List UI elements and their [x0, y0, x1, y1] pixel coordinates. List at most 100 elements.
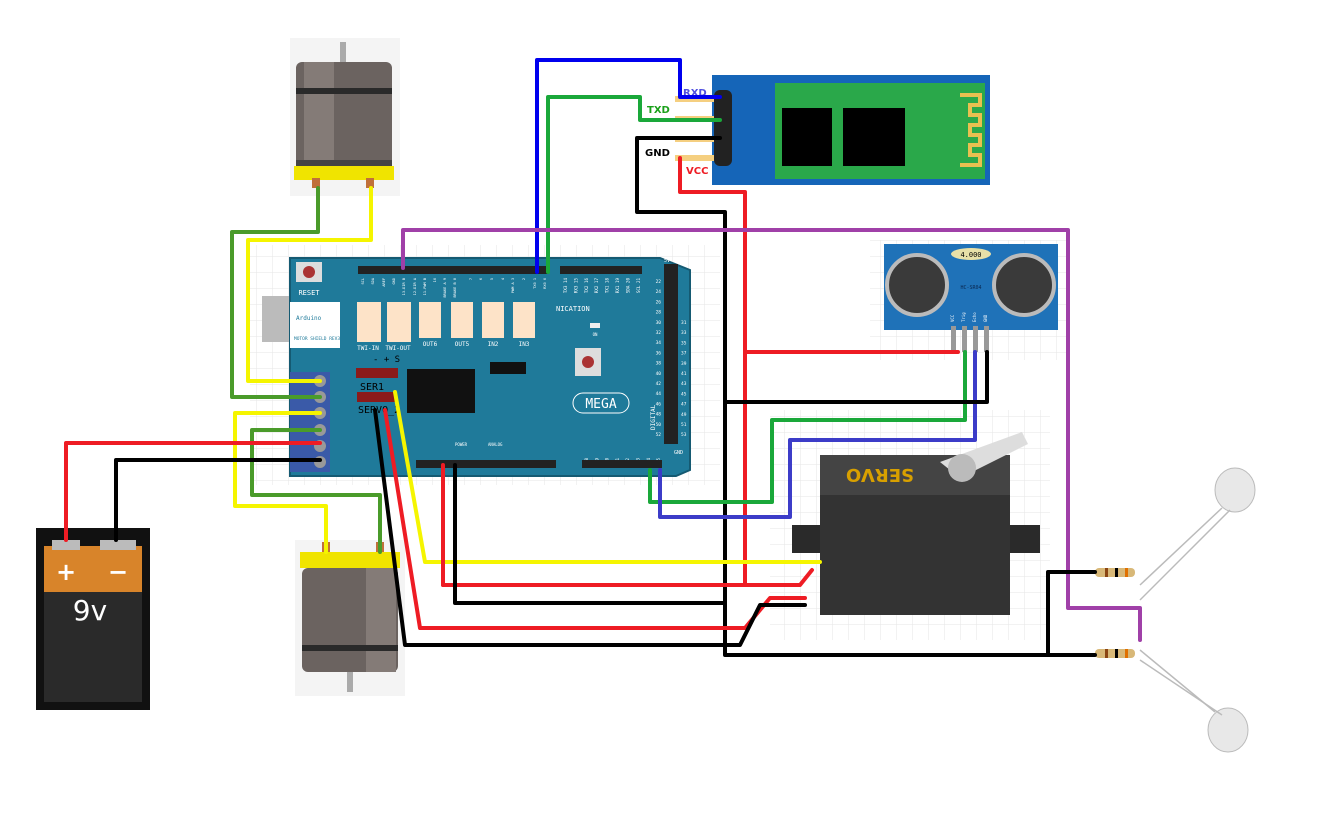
battery-voltage: 9v	[73, 594, 107, 627]
bt-txd-label: TXD	[647, 105, 670, 116]
battery-9v: + − 9v	[36, 528, 150, 710]
top-header-pin-label: RX0 0	[543, 278, 547, 289]
servo-power-wire-2	[441, 468, 814, 587]
top-header-pin-label: TX0 1	[533, 278, 537, 289]
digital-pin-label: 37	[681, 351, 687, 357]
digital-header	[664, 264, 678, 444]
connector-label: OUT5	[455, 341, 470, 348]
digital-pin-label: 50	[656, 422, 662, 428]
bluetooth-module-hc05: RXD TXD GND VCC	[645, 75, 990, 185]
digital-pin-label: 48	[656, 412, 662, 418]
top-header-pin-label: 13-DIR B	[402, 278, 406, 295]
digital-pin-label: 36	[656, 350, 662, 356]
digital-pin-label: 40	[656, 371, 662, 377]
servo-motor: SERVO	[792, 432, 1040, 615]
digital-pin-label: 45	[681, 391, 687, 397]
digital-pin-label: 28	[656, 310, 662, 316]
motor-top-b	[246, 186, 373, 383]
digital-pin-label: 26	[656, 299, 662, 305]
servo-gnd-wire-2	[453, 463, 727, 605]
comm-pin-label: TX2 16	[584, 278, 589, 294]
battery-minus: −	[108, 558, 128, 586]
communication-label: NICATION	[556, 305, 590, 313]
led-gnd-wire	[1046, 570, 1097, 657]
sensor-pin	[973, 326, 978, 352]
digital-pin-label: 32	[656, 330, 662, 336]
top-header	[358, 266, 540, 274]
led-wire	[401, 228, 1142, 642]
dc-motor-bottom	[295, 540, 405, 696]
ser1-label: SER1	[360, 382, 384, 393]
shield-model: MOTOR SHIELD REV3	[294, 336, 340, 342]
arduino-motor-shield: RESET Arduino MOTOR SHIELD REV3 5V GND N…	[262, 257, 691, 477]
sensor-gnd-wire	[723, 350, 989, 404]
top-header-pin-label: GND	[392, 278, 396, 285]
digital-label: DIGITAL	[650, 404, 657, 430]
connector-label: IN2	[488, 341, 499, 348]
sensor-pin	[951, 326, 956, 352]
digital-pin-label: 49	[681, 412, 687, 418]
digital-pin-label: 22	[656, 279, 662, 285]
connector-out6	[419, 302, 441, 338]
sensor-pin-label: VCC	[950, 314, 955, 322]
digital-pin-label: 52	[656, 432, 662, 438]
comm-pin-label: SDA 20	[625, 278, 630, 294]
comm-pin-label: TX3 14	[563, 278, 568, 294]
sensor-model: HC-SR04	[960, 285, 981, 291]
power-label: POWER	[455, 442, 468, 447]
resistor-bottom	[1095, 649, 1135, 658]
digital-pin-label: 35	[681, 340, 687, 346]
digital-pin-label: 43	[681, 381, 687, 387]
battery-plus: +	[56, 558, 76, 586]
digital-pin-label: 38	[656, 361, 662, 367]
bt-rxd-label: RXD	[683, 88, 707, 99]
top-header-pin-label: PWM A 3	[511, 278, 515, 293]
battery-plus-wire	[64, 441, 322, 542]
top-header-pin-label: 6	[479, 278, 483, 280]
bt-txd-wire	[546, 95, 722, 274]
sensor-pin-label: GND	[983, 314, 988, 322]
sensor-display: 4.000	[960, 251, 981, 259]
bt-gnd-label: GND	[645, 148, 670, 159]
resistor-top	[1095, 568, 1135, 577]
servo2-label: SERVO_2	[358, 405, 400, 416]
connector-twi-out	[387, 302, 411, 342]
digital-pin-label: 47	[681, 402, 687, 408]
top-header-pin-label: 7	[469, 278, 473, 280]
sensor-trig-wire	[648, 350, 967, 504]
comm-pin-label: SCL 21	[636, 278, 641, 294]
sensor-echo-wire	[658, 350, 977, 519]
connector-label: TWI-OUT	[385, 345, 411, 352]
servo-label: SERVO	[846, 464, 914, 485]
gnd-label: GND	[674, 450, 683, 456]
bt-gnd-wire	[635, 136, 1055, 657]
connector-label: IN3	[519, 341, 530, 348]
digital-pin-label: 53	[681, 432, 687, 438]
motor-bottom-a	[233, 411, 328, 554]
comm-pin-label: TX1 18	[605, 278, 610, 294]
top-header-pin-label: 10	[433, 278, 437, 282]
top-header-pin-label: 2	[522, 278, 526, 280]
digital-pin-label: 31	[681, 320, 687, 326]
digital-pin-label: 34	[656, 340, 662, 346]
top-header-pin-label: BRAKE A 9	[443, 278, 447, 297]
digital-pin-label: 44	[656, 391, 662, 397]
digital-pin-label: 51	[681, 422, 687, 428]
top-header-pin-label: AREF	[382, 278, 386, 287]
top-header-pin-label: 11-PWM B	[423, 278, 427, 295]
top-header-pin-label: BRAKE B 8	[453, 278, 457, 297]
led-top	[1139, 467, 1256, 601]
connector-label: OUT6	[423, 341, 438, 348]
5v-label: 5V	[664, 258, 670, 264]
dc-motor-top	[290, 38, 400, 196]
reset-label: RESET	[298, 289, 320, 297]
chip	[407, 369, 475, 413]
connector-out5	[451, 302, 473, 338]
servo-gnd-wire	[373, 408, 807, 647]
analog-label: ANALOG	[488, 442, 503, 447]
servo-signal-wire	[393, 390, 822, 564]
mega-logo: MEGA	[585, 397, 616, 412]
